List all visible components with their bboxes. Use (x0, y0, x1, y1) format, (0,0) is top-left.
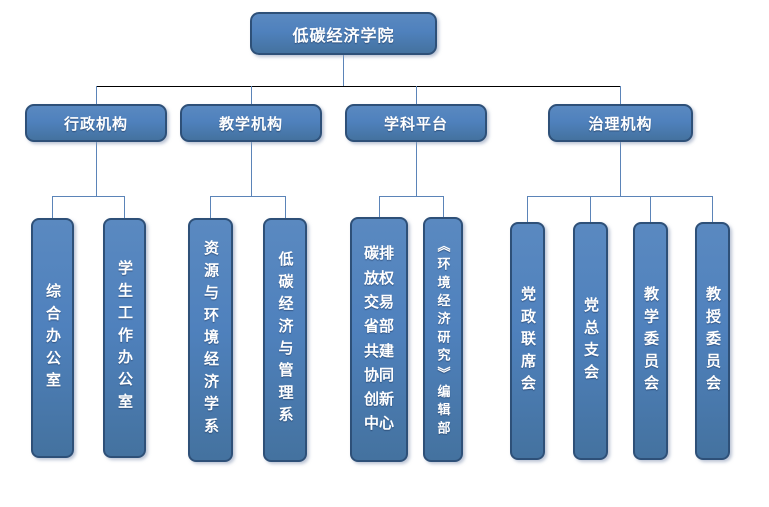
node-party-gov-joint-meeting-label: 党政联席会 (519, 285, 536, 397)
connector-stub (620, 86, 621, 104)
connector-stub (251, 86, 252, 104)
connector-group3-drop (416, 142, 417, 196)
connector-group2-drop (251, 142, 252, 196)
node-administrative-orgs-label: 行政机构 (63, 115, 128, 133)
connector-group1-drop (96, 142, 97, 196)
connector-stub (124, 196, 125, 218)
connector-group4-bar (527, 196, 713, 197)
connector-group4-drop (620, 142, 621, 196)
connector-stub (285, 196, 286, 218)
node-general-office: 综合办公室 (31, 218, 74, 458)
node-college-root: 低碳经济学院 (250, 12, 437, 55)
node-carbon-trading-innovation-center: 碳排放权交易省部共建协同创新中心 (350, 217, 408, 462)
connector-group1-bar (52, 196, 125, 197)
node-low-carbon-econ-mgmt-dept: 低碳经济与管理系 (263, 218, 307, 462)
node-journal-editorial-office: 《环境经济研究》编辑部 (423, 217, 463, 462)
node-teaching-committee: 教学委员会 (633, 222, 668, 460)
connector-stub (443, 196, 444, 217)
connector-stub (210, 196, 211, 218)
connector-stub (527, 196, 528, 222)
connector-stub (96, 86, 97, 104)
node-party-general-branch: 党总支会 (573, 222, 608, 460)
node-journal-editorial-office-label: 《环境经济研究》编辑部 (435, 239, 451, 440)
node-student-affairs-office: 学生工作办公室 (103, 218, 146, 458)
connector-stub (379, 196, 380, 217)
node-resource-env-econ-dept: 资源与环境经济学系 (188, 218, 233, 462)
node-governance-orgs: 治理机构 (548, 104, 693, 142)
node-teaching-orgs-label: 教学机构 (218, 115, 283, 133)
connector-stub (590, 196, 591, 222)
node-discipline-platform: 学科平台 (345, 104, 487, 142)
connector-group3-bar (379, 196, 443, 197)
node-general-office-label: 综合办公室 (44, 282, 61, 394)
node-party-gov-joint-meeting: 党政联席会 (510, 222, 545, 460)
node-teaching-orgs: 教学机构 (180, 104, 322, 142)
connector-root-drop (343, 55, 344, 86)
node-carbon-trading-innovation-center-label: 碳排放权交易省部共建协同创新中心 (363, 245, 394, 433)
connector-stub (52, 196, 53, 218)
node-student-affairs-office-label: 学生工作办公室 (116, 260, 133, 416)
node-college-root-label: 低碳经济学院 (292, 27, 395, 45)
connector-stub (650, 196, 651, 222)
connector-level2-bar (96, 86, 621, 87)
connector-stub (712, 196, 713, 222)
connector-group2-bar (210, 196, 285, 197)
node-resource-env-econ-dept-label: 资源与环境经济学系 (202, 240, 219, 440)
node-professors-committee-label: 教授委员会 (704, 285, 721, 397)
node-low-carbon-econ-mgmt-dept-label: 低碳经济与管理系 (276, 251, 294, 429)
node-governance-orgs-label: 治理机构 (588, 115, 653, 133)
node-discipline-platform-label: 学科平台 (383, 115, 448, 133)
connector-stub (416, 86, 417, 104)
node-professors-committee: 教授委员会 (695, 222, 730, 460)
node-party-general-branch-label: 党总支会 (582, 296, 599, 386)
node-administrative-orgs: 行政机构 (25, 104, 167, 142)
node-teaching-committee-label: 教学委员会 (642, 285, 659, 397)
